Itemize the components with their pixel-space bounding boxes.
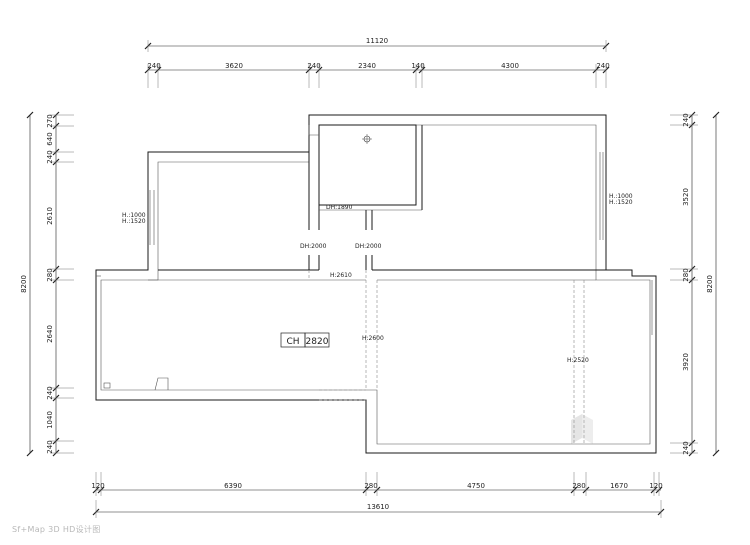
fixture-mid [154,377,169,391]
bathroom-outline [318,124,417,206]
bottom-dimension-segments: 120 6390 280 4750 280 1670 120 [91,472,663,496]
top-dimension-total: 11120 [144,37,610,52]
window-left-height-2: H.:1520 [122,218,146,225]
window-left-height-1: H.:1000 [122,212,146,219]
right-seg-3: 280 [682,268,690,281]
bottom-seg-1: 120 [91,482,104,490]
top-total-label: 11120 [366,37,388,45]
ceiling-height-label: CH [286,337,299,347]
opening-height-2610: H:2610 [330,272,352,279]
bottom-dimension-total: 13610 [92,500,665,518]
top-seg-1: 240 [147,62,160,70]
left-seg-2: 640 [46,132,54,145]
fixture-left [103,382,111,389]
bottom-seg-5: 280 [572,482,585,490]
notch-top [308,125,319,136]
left-dimension-segments: 270 640 240 2610 280 2640 240 1040 240 [46,111,74,457]
bottom-seg-3: 280 [364,482,377,490]
door-height-left: DH:2000 [300,243,327,250]
right-dimension-segments: 240 3520 280 3920 240 [670,111,698,457]
top-seg-4: 2340 [358,62,376,70]
bottom-total-label: 13610 [367,503,389,511]
left-seg-3: 240 [46,150,54,163]
window-right-height-2: H.:1520 [609,199,633,206]
bottom-seg-7: 120 [649,482,662,490]
right-seg-5: 240 [682,441,690,454]
top-seg-2: 3620 [225,62,243,70]
door-height-right: DH:2000 [355,243,382,250]
opening-height-2600: H:2600 [362,335,384,342]
bottom-seg-4: 4750 [467,482,485,490]
left-seg-8: 1040 [46,411,54,429]
door-height-1890: DH:1890 [326,204,353,211]
left-dimension-total: 8200 [20,111,34,457]
outer-wall [95,114,657,454]
left-seg-5: 280 [46,268,54,281]
left-total-label: 8200 [20,275,28,293]
watermark-logo-icon [571,414,593,444]
right-total-label: 8200 [706,275,714,293]
right-dimension-total: 8200 [706,111,720,457]
window-right-height-1: H.:1000 [609,193,633,200]
ceiling-light-icon [362,134,372,144]
walls [95,114,657,454]
left-seg-1: 270 [46,114,54,127]
left-seg-7: 240 [46,386,54,399]
bottom-seg-6: 1670 [610,482,628,490]
opening-height-2520: H:2520 [567,357,589,364]
right-seg-1: 240 [682,113,690,126]
watermark-text: Sf+Map 3D HD设计图 [12,525,101,534]
left-seg-9: 240 [46,440,54,453]
right-seg-4: 3920 [682,353,690,371]
top-dimension-segments: 240 3620 240 2340 140 4300 240 [144,62,610,88]
top-seg-7: 240 [596,62,609,70]
top-seg-6: 4300 [501,62,519,70]
left-seg-6: 2640 [46,325,54,343]
outer-wall-inner [100,124,651,445]
ceiling-height-tag: CH 2820 [280,332,330,348]
right-seg-2: 3520 [682,188,690,206]
bottom-seg-2: 6390 [224,482,242,490]
left-seg-4: 2610 [46,207,54,225]
top-seg-3: 240 [307,62,320,70]
ceiling-height-value: 2820 [306,337,329,347]
top-seg-5: 140 [411,62,424,70]
